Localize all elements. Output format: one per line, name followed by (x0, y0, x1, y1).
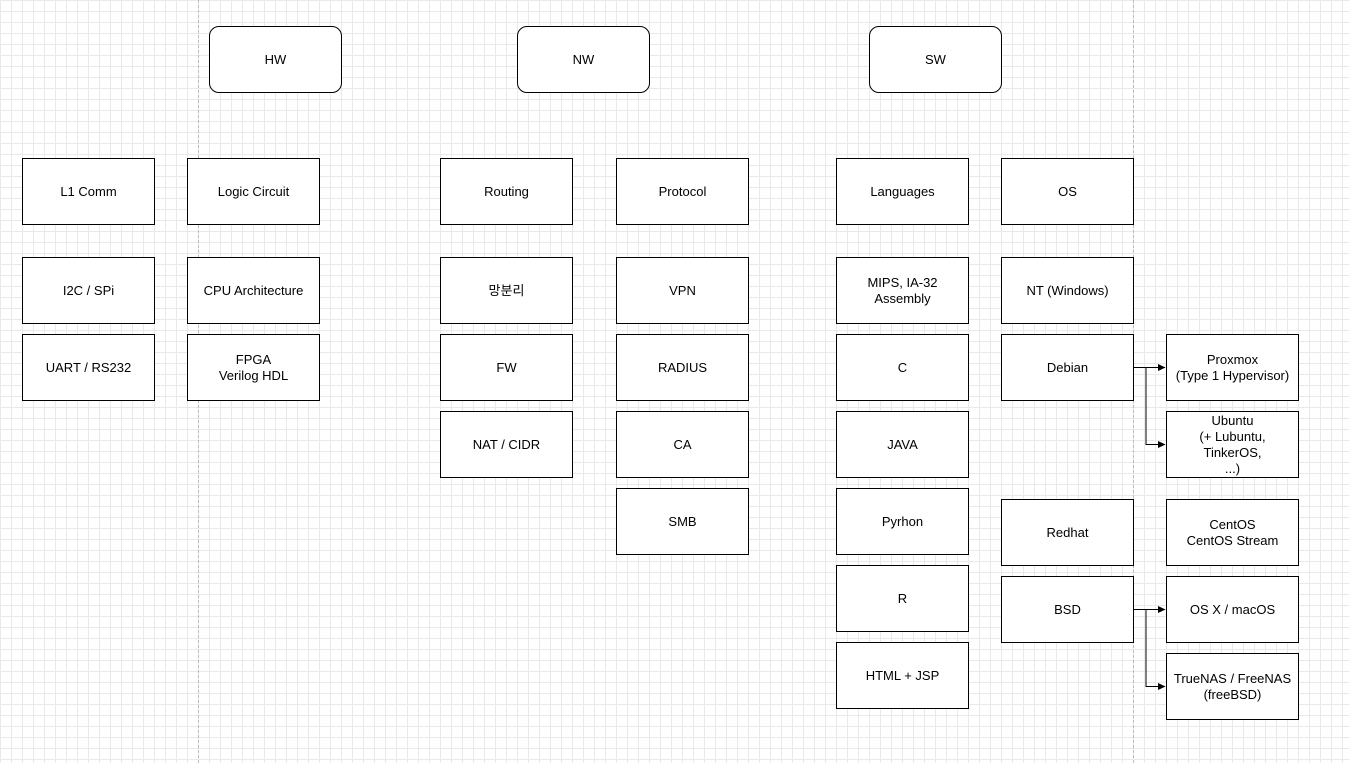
truenas-box[interactable]: TrueNAS / FreeNAS (freeBSD) (1166, 653, 1299, 720)
nt-windows-box[interactable]: NT (Windows) (1001, 257, 1134, 324)
python-box[interactable]: Pyrhon (836, 488, 969, 555)
os-box[interactable]: OS (1001, 158, 1134, 225)
languages-box[interactable]: Languages (836, 158, 969, 225)
nw-header[interactable]: NW (517, 26, 650, 93)
network-separation-box[interactable]: 망분리 (440, 257, 573, 324)
hw-header[interactable]: HW (209, 26, 342, 93)
ca-box[interactable]: CA (616, 411, 749, 478)
smb-box[interactable]: SMB (616, 488, 749, 555)
protocol-box[interactable]: Protocol (616, 158, 749, 225)
fpga-box[interactable]: FPGA Verilog HDL (187, 334, 320, 401)
debian-box[interactable]: Debian (1001, 334, 1134, 401)
redhat-box[interactable]: Redhat (1001, 499, 1134, 566)
nat-cidr-box[interactable]: NAT / CIDR (440, 411, 573, 478)
java-box[interactable]: JAVA (836, 411, 969, 478)
connector-bsd-to-truenas (1134, 609, 1166, 690)
mips-assembly-box[interactable]: MIPS, IA-32 Assembly (836, 257, 969, 324)
cpu-architecture-box[interactable]: CPU Architecture (187, 257, 320, 324)
fw-box[interactable]: FW (440, 334, 573, 401)
connector-debian-to-ubuntu (1134, 367, 1166, 448)
html-jsp-box[interactable]: HTML + JSP (836, 642, 969, 709)
proxmox-box[interactable]: Proxmox (Type 1 Hypervisor) (1166, 334, 1299, 401)
c-box[interactable]: C (836, 334, 969, 401)
ubuntu-box[interactable]: Ubuntu (+ Lubuntu, TinkerOS, ...) (1166, 411, 1299, 478)
centos-box[interactable]: CentOS CentOS Stream (1166, 499, 1299, 566)
routing-box[interactable]: Routing (440, 158, 573, 225)
connector-group (1134, 364, 1166, 690)
l1-comm-box[interactable]: L1 Comm (22, 158, 155, 225)
r-box[interactable]: R (836, 565, 969, 632)
bsd-box[interactable]: BSD (1001, 576, 1134, 643)
logic-circuit-box[interactable]: Logic Circuit (187, 158, 320, 225)
uart-rs232-box[interactable]: UART / RS232 (22, 334, 155, 401)
radius-box[interactable]: RADIUS (616, 334, 749, 401)
i2c-spi-box[interactable]: I2C / SPi (22, 257, 155, 324)
vpn-box[interactable]: VPN (616, 257, 749, 324)
sw-header[interactable]: SW (869, 26, 1002, 93)
osx-macos-box[interactable]: OS X / macOS (1166, 576, 1299, 643)
